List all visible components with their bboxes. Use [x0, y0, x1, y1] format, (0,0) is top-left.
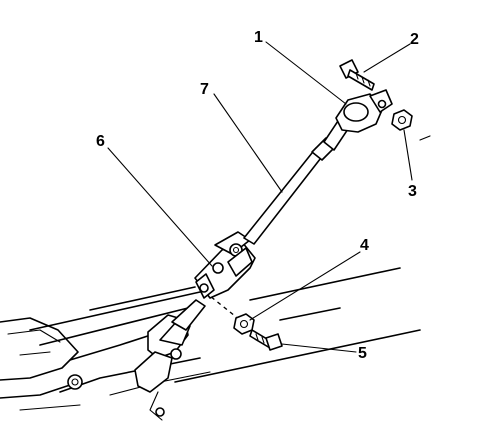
- callout-1: 1: [254, 29, 263, 46]
- callout-2: 2: [410, 31, 419, 48]
- steering-gear-housing: [0, 317, 211, 411]
- upper-universal-joint: [335, 89, 393, 133]
- pinch-bolt-upper: [339, 59, 375, 91]
- callout-7: 7: [200, 81, 209, 98]
- leader-lines: [107, 41, 413, 353]
- callout-3: 3: [408, 183, 417, 200]
- lower-universal-joint: [194, 231, 256, 299]
- intermediate-shaft: [243, 117, 351, 245]
- pinch-bolt-lower: [249, 329, 283, 351]
- reference-lines: [174, 135, 431, 383]
- callout-4: 4: [360, 237, 369, 254]
- callout-5: 5: [358, 345, 367, 362]
- frame-lines: [29, 286, 201, 346]
- nut-upper: [391, 109, 413, 131]
- steering-gear-input-shaft: [134, 299, 206, 421]
- callout-labels: 1 2 3 4 5 6 7: [96, 29, 419, 362]
- callout-6: 6: [96, 133, 105, 150]
